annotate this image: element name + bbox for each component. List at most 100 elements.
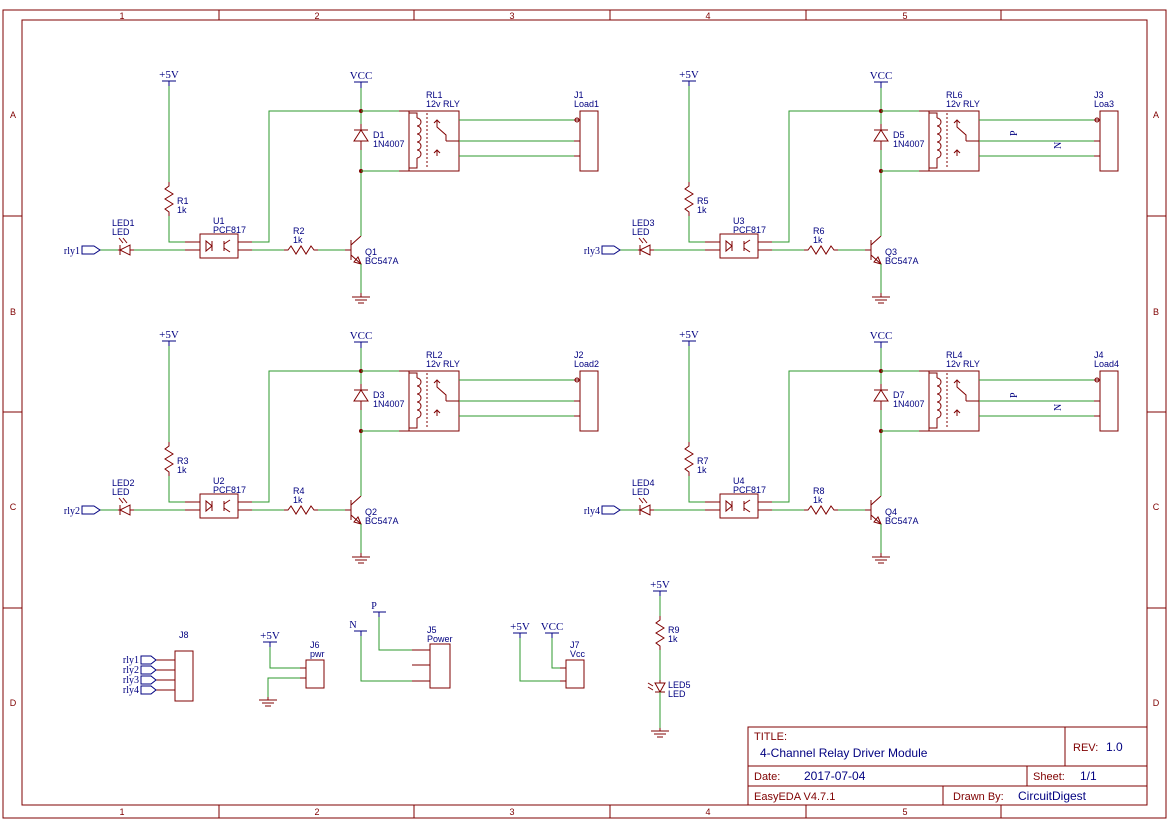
diode-value: 1N4007 (893, 139, 925, 149)
power-indicator: +5V R9 1k LED5 LED (647, 579, 691, 738)
connector-ref: J1 (574, 90, 584, 100)
r9-ref: R9 (668, 625, 680, 635)
vcc-label: VCC (350, 70, 373, 82)
connector-ref: J2 (574, 350, 584, 360)
led-value: LED (112, 227, 130, 237)
col-label-top: 4 (705, 11, 710, 21)
row-label-left: C (10, 502, 17, 512)
phase-label: P (371, 601, 377, 612)
row-label-left: B (10, 307, 16, 317)
led-value: LED (112, 487, 130, 497)
sheet-value: 1/1 (1080, 769, 1097, 783)
relay-value: 12v RLY (426, 99, 460, 109)
transistor-ref: Q2 (365, 507, 377, 517)
transistor-value: BC547A (885, 516, 919, 526)
resistor-value: 1k (177, 205, 187, 215)
header-j5: P N J5 Power (349, 601, 453, 689)
neutral-label: N (349, 620, 356, 631)
input-port-label: rly3 (584, 246, 600, 257)
power-label: +5V (159, 329, 179, 341)
opto-ref: U3 (733, 216, 745, 226)
diode-value: 1N4007 (893, 399, 925, 409)
led5-value: LED (668, 689, 686, 699)
drawn-label: Drawn By: (953, 791, 1004, 803)
port-label: rly2 (123, 665, 139, 676)
opto-ref: U1 (213, 216, 225, 226)
transistor-value: BC547A (885, 256, 919, 266)
rev-label: REV: (1073, 742, 1098, 754)
j5-ref: J5 (427, 625, 437, 635)
connector-ref: J4 (1094, 350, 1104, 360)
base-resistor-ref: R8 (813, 486, 825, 496)
col-label-top: 5 (902, 11, 907, 21)
transistor-ref: Q3 (885, 247, 897, 257)
power-label: +5V (650, 579, 670, 591)
resistor-value: 1k (697, 465, 707, 475)
diode-ref: D7 (893, 390, 905, 400)
led-ref: LED3 (632, 218, 655, 228)
diode-ref: D3 (373, 390, 385, 400)
row-label-right: C (1153, 502, 1160, 512)
row-label-right: B (1153, 307, 1159, 317)
j8-ref: J8 (179, 630, 189, 640)
connector-value: Load1 (574, 99, 599, 109)
row-label-right: D (1153, 698, 1160, 708)
vcc-label: VCC (541, 621, 564, 633)
diode-ref: D5 (893, 130, 905, 140)
row-label-left: A (10, 110, 16, 120)
relay-ref: RL1 (426, 90, 443, 100)
col-label-top: 1 (119, 11, 124, 21)
vcc-label: VCC (350, 330, 373, 342)
header-j7: +5V VCC J7 Vcc (510, 621, 586, 689)
phase-label: P (1009, 392, 1020, 398)
date-value: 2017-07-04 (804, 769, 866, 783)
input-port-label: rly1 (64, 246, 80, 257)
resistor-ref: R3 (177, 456, 189, 466)
transistor-ref: Q4 (885, 507, 897, 517)
led-ref: LED1 (112, 218, 135, 228)
base-resistor-value: 1k (293, 495, 303, 505)
base-resistor-value: 1k (813, 235, 823, 245)
relay-channel: +5V VCC rly3 R5 1k LED3 LED U3 PCF817 R6… (584, 69, 1119, 304)
relay-value: 12v RLY (946, 99, 980, 109)
drawn-value: CircuitDigest (1018, 789, 1087, 803)
base-resistor-ref: R2 (293, 226, 305, 236)
software-label: EasyEDA V4.7.1 (754, 791, 835, 803)
base-resistor-value: 1k (293, 235, 303, 245)
led5-ref: LED5 (668, 680, 691, 690)
j6-ref: J6 (310, 640, 320, 650)
r9-value: 1k (668, 634, 678, 644)
relay-ref: RL4 (946, 350, 963, 360)
port-label: rly1 (123, 655, 139, 666)
row-label-left: D (10, 698, 17, 708)
port-label: rly4 (123, 685, 139, 696)
relay-channel: +5V VCC rly2 R3 1k LED2 LED U2 PCF817 R4… (64, 329, 599, 564)
opto-value: PCF817 (733, 225, 766, 235)
date-label: Date: (754, 771, 780, 783)
col-label-bottom: 4 (705, 807, 710, 817)
input-port-label: rly4 (584, 506, 600, 517)
power-label: +5V (510, 621, 530, 633)
base-resistor-value: 1k (813, 495, 823, 505)
power-label: +5V (679, 329, 699, 341)
neutral-label: N (1053, 142, 1064, 149)
col-label-bottom: 1 (119, 807, 124, 817)
j6-value: pwr (310, 649, 325, 659)
vcc-label: VCC (870, 70, 893, 82)
transistor-ref: Q1 (365, 247, 377, 257)
j7-value: Vcc (570, 649, 586, 659)
transistor-value: BC547A (365, 516, 399, 526)
j5-value: Power (427, 634, 453, 644)
connector-value: Loa3 (1094, 99, 1114, 109)
opto-value: PCF817 (733, 485, 766, 495)
transistor-value: BC547A (365, 256, 399, 266)
vcc-label: VCC (870, 330, 893, 342)
power-label: +5V (159, 69, 179, 81)
title-value: 4-Channel Relay Driver Module (760, 746, 928, 760)
relay-ref: RL2 (426, 350, 443, 360)
power-label: +5V (679, 69, 699, 81)
connector-value: Load2 (574, 359, 599, 369)
opto-ref: U4 (733, 476, 745, 486)
row-label-right: A (1153, 110, 1159, 120)
diode-value: 1N4007 (373, 399, 405, 409)
